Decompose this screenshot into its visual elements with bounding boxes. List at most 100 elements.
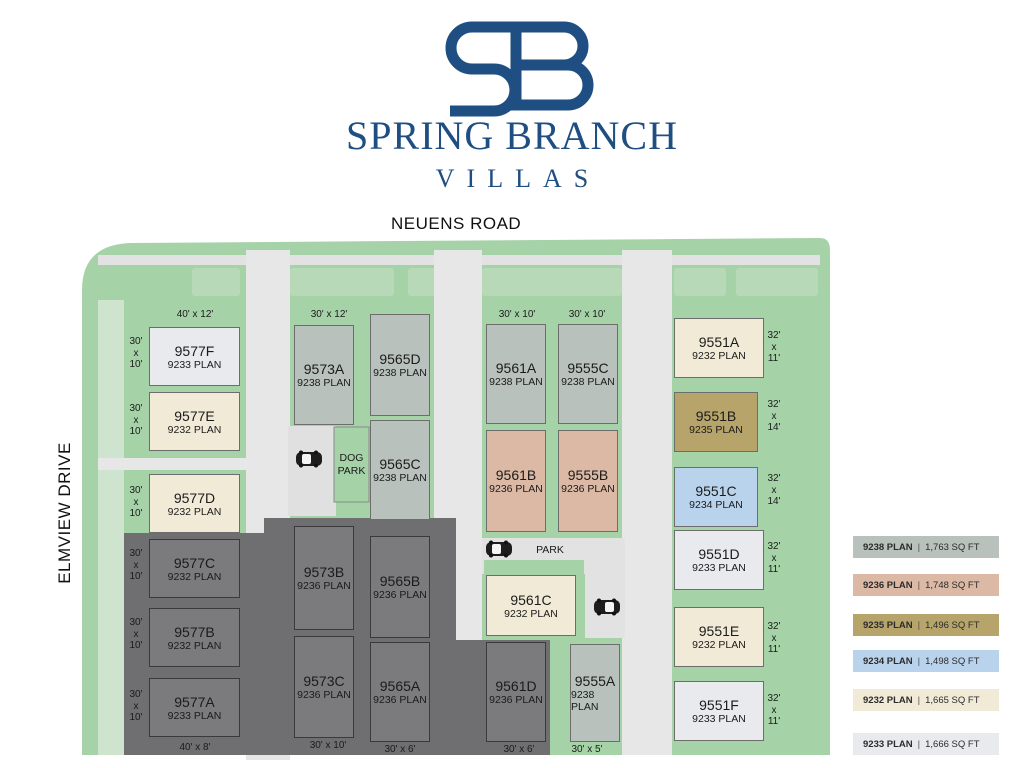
lot-plan: 9232 PLAN [167,423,222,436]
lot-plan: 9233 PLAN [167,358,222,371]
legend-item-9238: 9238 PLAN|1,763 SQ FT [853,536,999,558]
road-north-label: NEUENS ROAD [391,214,522,233]
dimension-side-west-3: 30' x 10' [129,485,143,519]
park-label: PARK [536,544,564,556]
legend-item-9232: 9232 PLAN|1,665 SQ FT [853,689,999,711]
dimension-side-east-2: 32' x 14' [767,399,781,433]
lot-number: 9551D [698,546,740,562]
legend-plan: 9233 PLAN [863,738,913,750]
lot-number: 9577C [173,554,216,571]
lot-number: 9565C [379,456,421,472]
legend-separator: | [917,579,921,591]
legend-sqft: 1,763 SQ FT [925,541,980,553]
legend-sqft: 1,496 SQ FT [925,619,980,631]
legend-sqft: 1,665 SQ FT [925,694,980,706]
lot-plan: 9232 PLAN [167,639,222,652]
lot-number: 9577B [174,623,215,640]
lot-plan: 9232 PLAN [692,639,746,651]
legend-plan: 9235 PLAN [863,619,913,631]
legend-item-9234: 9234 PLAN|1,498 SQ FT [853,650,999,672]
legend-sqft: 1,748 SQ FT [925,579,980,591]
car-icon [594,598,620,616]
lot-number: 9551E [698,623,740,639]
dimension-bottom-3: 30' x 6' [384,744,416,755]
sb-monogram-icon [445,21,594,117]
lot-number: 9573A [303,361,345,377]
legend-plan: 9236 PLAN [863,579,913,591]
lot-number: 9565A [379,678,421,694]
lot-plan: 9238 PLAN [571,689,599,713]
legend-separator: | [917,619,921,631]
dimension-side-west-6: 30' x 10' [129,689,143,723]
dimension-side-west-4: 30' x 10' [129,548,143,582]
lot-number: 9561B [495,467,537,483]
lot-plan: 9232 PLAN [167,570,222,583]
dimension-side-east-3: 32' x 14' [767,473,781,507]
lot-number: 9551A [698,334,740,350]
lot-plan: 9233 PLAN [167,709,222,722]
brand-subtitle: VILLAS [435,164,601,193]
lot-plan: 9233 PLAN [692,713,746,725]
lot-plan: 9236 PLAN [489,483,543,495]
car-icon [296,450,322,468]
lot-number: 9577F [174,342,215,359]
legend-plan: 9238 PLAN [863,541,913,553]
lot-number: 9551C [695,483,737,499]
dimension-side-west-1: 30' x 10' [129,336,143,370]
lot-plan: 9236 PLAN [373,694,427,706]
dimension-top-3: 30' x 10' [498,309,536,320]
lot-number: 9565D [379,351,421,367]
lot-plan: 9236 PLAN [373,589,427,601]
dimension-bottom-1: 40' x 8' [179,742,211,753]
lot-plan: 9232 PLAN [692,350,746,362]
lot-plan: 9238 PLAN [561,376,615,388]
lot-number: 9555A [574,673,616,689]
lot-plan: 9238 PLAN [373,367,427,379]
brand-name: SPRING BRANCH [346,113,678,158]
lot-plan: 9236 PLAN [297,689,351,701]
legend-separator: | [917,738,921,750]
dimension-bottom-5: 30' x 5' [571,744,603,755]
lot-plan: 9234 PLAN [689,499,743,511]
lot-plan: 9238 PLAN [373,472,427,484]
legend-item-9233: 9233 PLAN|1,666 SQ FT [853,733,999,755]
lot-plan: 9232 PLAN [504,607,558,620]
lot-number: 9561A [495,360,537,376]
lot-plan: 9232 PLAN [167,505,222,518]
lot-plan: 9238 PLAN [297,377,351,389]
legend-item-9235: 9235 PLAN | 1,496 SQ FT [853,614,999,636]
legend-plan: 9234 PLAN [863,655,913,667]
lot-plan: 9236 PLAN [489,694,543,706]
lot-number: 9577A [174,693,215,710]
dimension-bottom-4: 30' x 6' [503,744,535,755]
dimension-side-east-4: 32' x 11' [767,541,781,575]
dimension-side-east-1: 32' x 11' [767,330,781,364]
lot-number: 9551B [695,408,737,424]
